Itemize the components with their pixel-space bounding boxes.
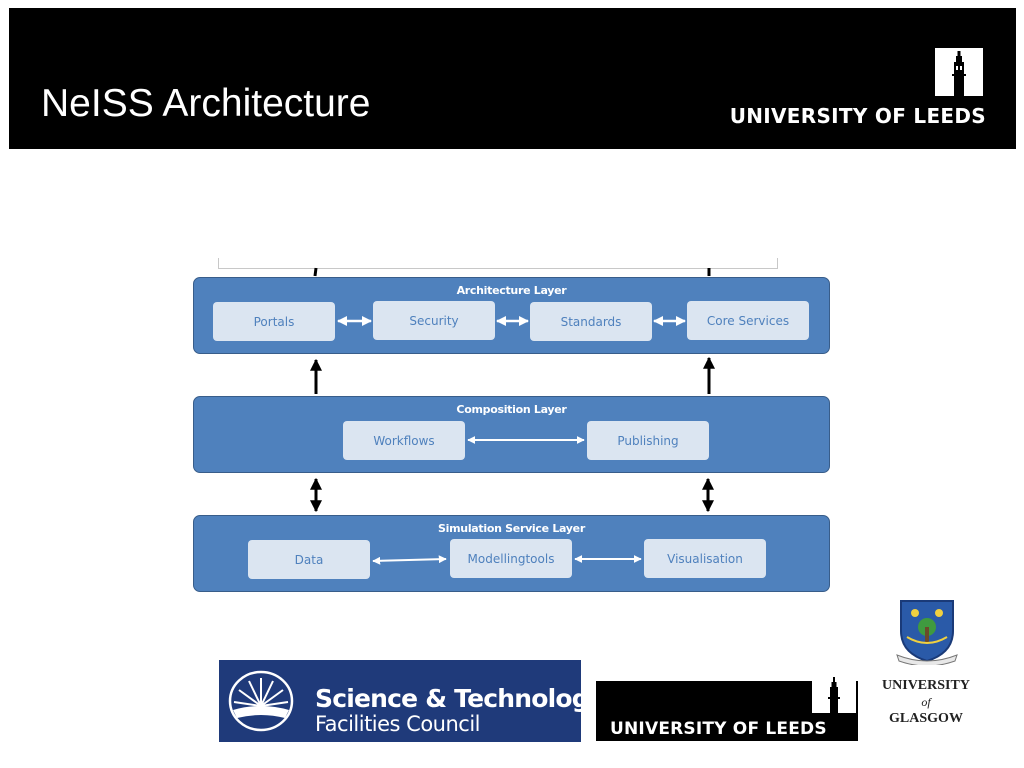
box-data: Data: [248, 540, 370, 579]
glasgow-line1: UNIVERSITY: [882, 678, 970, 693]
box-standards: Standards: [530, 302, 652, 341]
box-workflows: Workflows: [343, 421, 465, 460]
header-bar: NeISS Architecture UNIVERSITY OF LEEDS: [9, 8, 1016, 149]
diagram-top-frame: [218, 258, 778, 269]
stfc-logo: Science & Technology Facilities Council: [219, 660, 605, 742]
layer-title: Architecture Layer: [456, 284, 567, 297]
composition-layer: Composition Layer Workflows Publishing: [193, 396, 830, 473]
leeds-logo: UNIVERSITY OF LEEDS: [596, 675, 858, 741]
box-modelling-tools: Modellingtools: [450, 539, 572, 578]
institution-name: UNIVERSITY OF LEEDS: [729, 104, 986, 128]
glasgow-name: UNIVERSITY of GLASGOW: [866, 676, 986, 728]
box-publishing: Publishing: [587, 421, 709, 460]
layer-title: Simulation Service Layer: [438, 522, 585, 535]
connector-top-left: [313, 267, 318, 277]
leeds-name: UNIVERSITY OF LEEDS: [610, 719, 827, 739]
leeds-tower-icon: [935, 48, 983, 96]
box-portals: Portals: [213, 302, 335, 341]
glasgow-line3: GLASGOW: [889, 711, 963, 726]
layer-title: Composition Layer: [456, 403, 567, 416]
slide-title: NeISS Architecture: [41, 82, 371, 125]
stfc-name-line1: Science & Technology: [315, 684, 605, 713]
box-core-services: Core Services: [687, 301, 809, 340]
simulation-service-layer: Simulation Service Layer Data Modellingt…: [193, 515, 830, 592]
glasgow-crest-icon: [896, 600, 958, 665]
stfc-name-line2: Facilities Council: [315, 712, 481, 736]
box-visualisation: Visualisation: [644, 539, 766, 578]
stfc-sunburst-icon: [228, 670, 294, 732]
box-security: Security: [373, 301, 495, 340]
glasgow-line2: of: [921, 695, 931, 709]
leeds-tower-icon: [812, 675, 856, 713]
arrow-data-modelling: [372, 555, 447, 565]
architecture-layer: Architecture Layer Portals Security Stan…: [193, 277, 830, 354]
